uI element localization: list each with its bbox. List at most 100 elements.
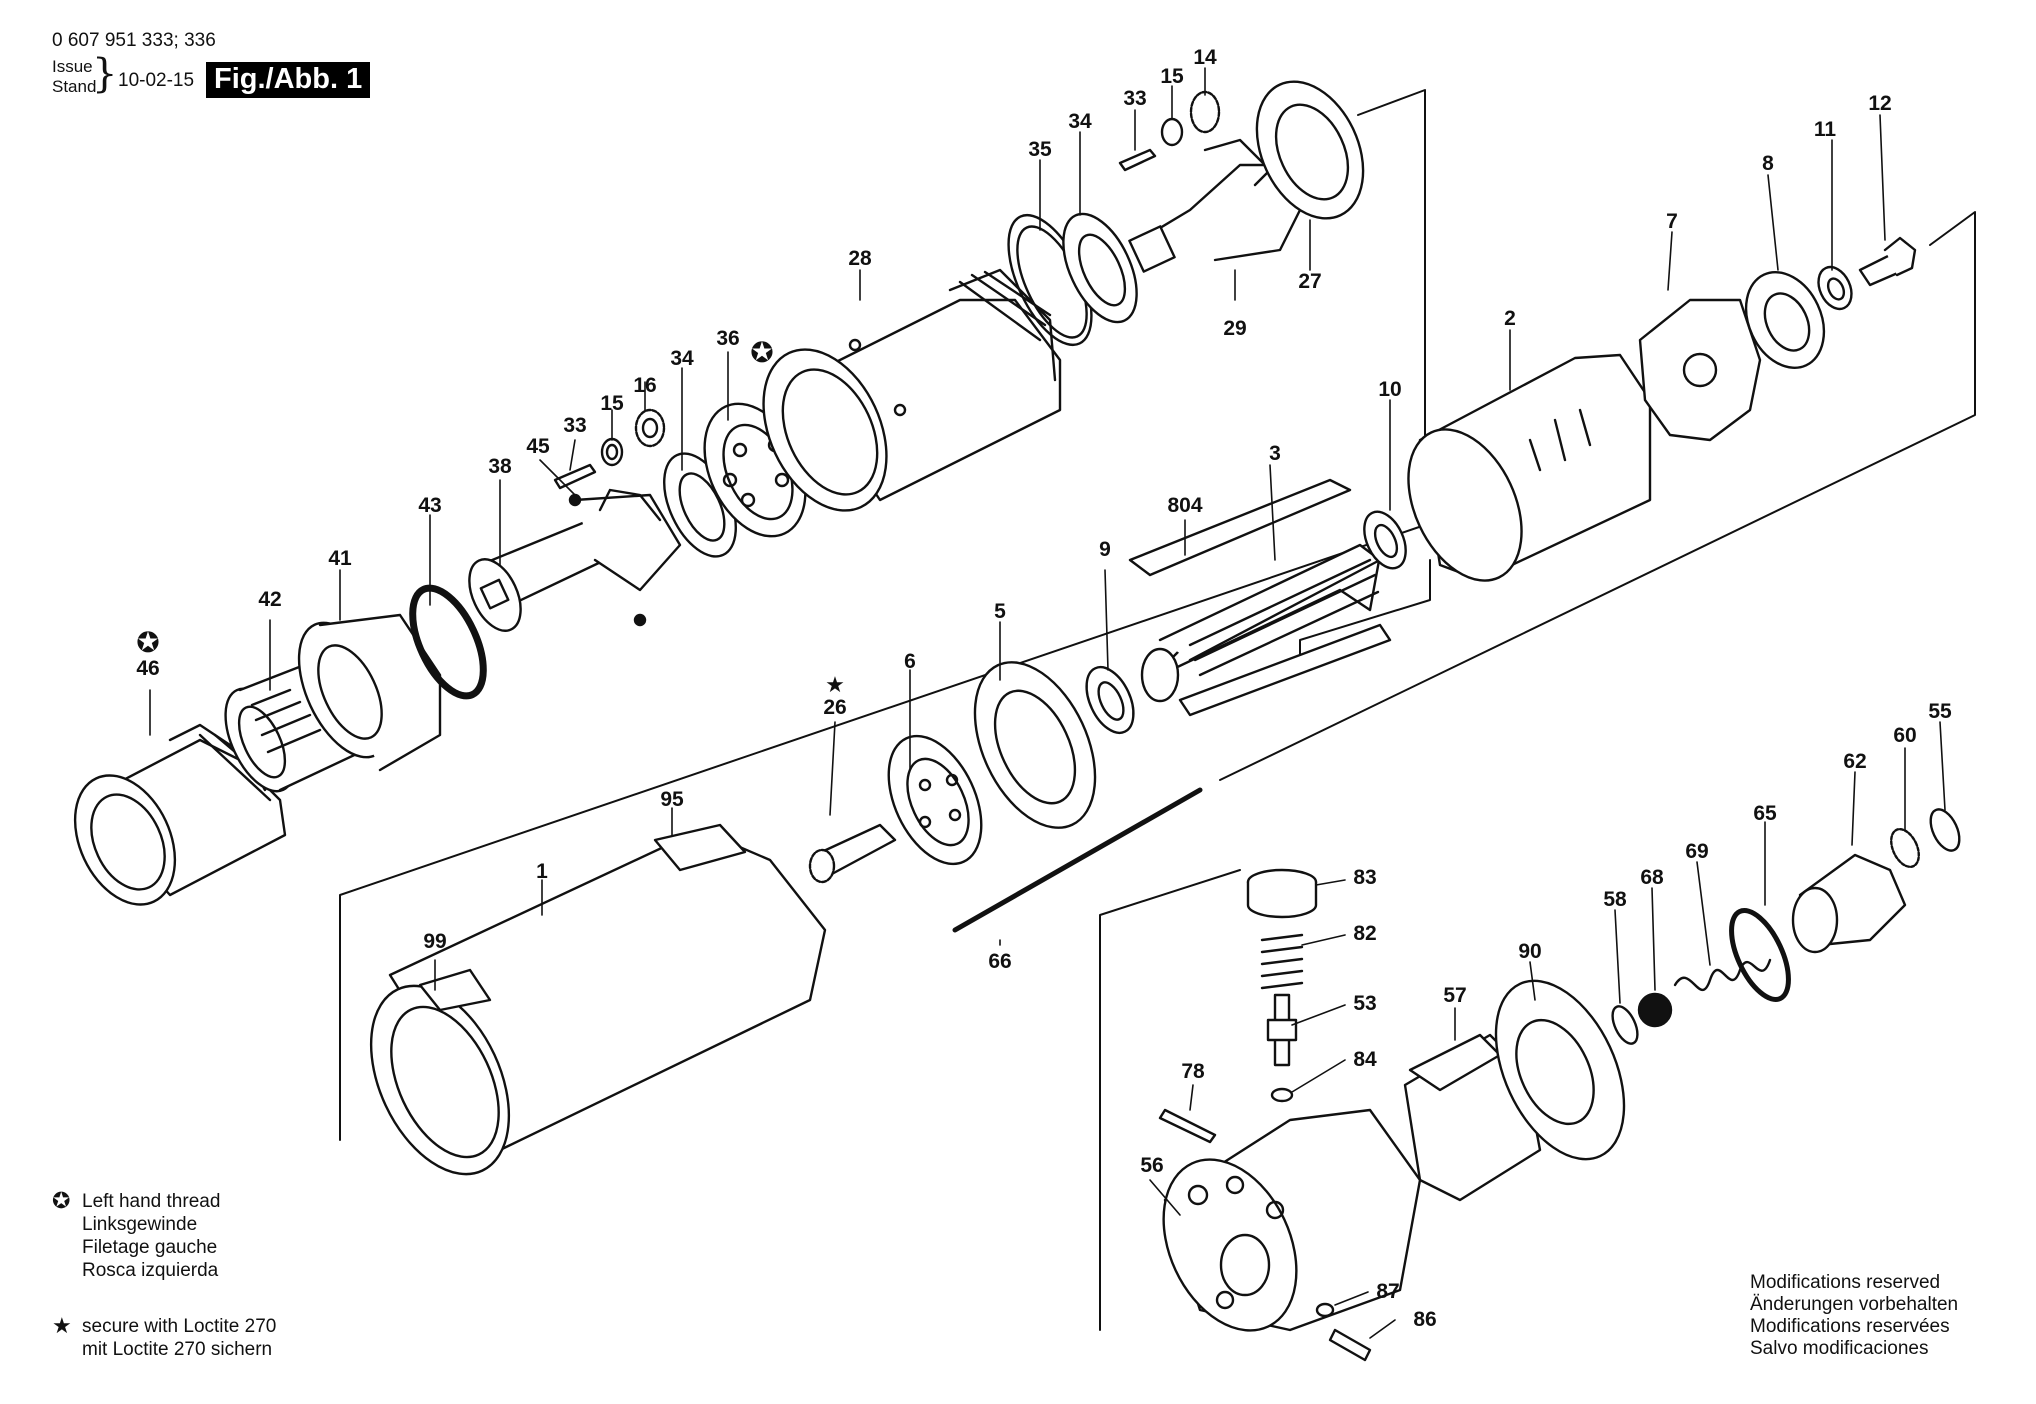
part-26-pinion <box>808 823 897 884</box>
legend-loctite: ★ secure with Loctite 270 mit Loctite 27… <box>52 1313 276 1361</box>
part-7-end-plate <box>1638 298 1762 442</box>
figure-tag: Fig./Abb. 1 <box>206 62 371 98</box>
callout-69: 69 <box>1685 840 1708 863</box>
callout-34b: 34 <box>670 347 694 370</box>
callout-12: 12 <box>1868 92 1891 115</box>
part-65-o-ring <box>1729 908 1791 1002</box>
callout-66: 66 <box>988 950 1011 973</box>
mods-de: Änderungen vorbehalten <box>1750 1294 1959 1315</box>
callout-34: 34 <box>1068 110 1092 133</box>
part-69-spring <box>1673 958 1772 992</box>
loctite-star-icon: ★ <box>52 1313 72 1338</box>
callout-33b: 33 <box>563 414 586 437</box>
part-6-bearing <box>887 734 983 866</box>
part-38-spindle <box>468 488 682 632</box>
legend-row: ✪ Left hand thread <box>52 1188 220 1213</box>
part-3-rotor <box>1140 543 1382 703</box>
legend-row: Filetage gauche <box>52 1236 220 1259</box>
callout-15b: 15 <box>600 392 624 415</box>
part-9-washer <box>1085 665 1135 735</box>
callout-7: 7 <box>1666 210 1678 233</box>
callout-62: 62 <box>1843 750 1866 773</box>
callout-2: 2 <box>1504 307 1516 330</box>
callout-57: 57 <box>1443 984 1466 1007</box>
part-5-bearing-plate <box>973 661 1097 829</box>
callout-33: 33 <box>1123 87 1146 110</box>
part-46-nut <box>73 723 287 906</box>
issue-date: 10-02-15 <box>118 70 195 91</box>
callout-56: 56 <box>1140 1154 1163 1177</box>
callout-26: 26 <box>823 696 846 719</box>
callout-84: 84 <box>1353 1048 1377 1071</box>
part-53-valve <box>1266 993 1298 1067</box>
issue-stand-labels: Issue Stand <box>52 57 96 97</box>
callout-41: 41 <box>328 547 352 570</box>
legend-text-es: Rosca izquierda <box>82 1260 219 1281</box>
part-95-label <box>653 823 747 872</box>
callout-68: 68 <box>1640 866 1664 889</box>
legend-row: Linksgewinde <box>52 1213 220 1236</box>
callout-8: 8 <box>1762 152 1774 175</box>
left-hand-thread-icon-36: ✪ <box>750 337 773 368</box>
callout-45: 45 <box>526 435 550 458</box>
part-66-rod <box>952 787 1203 933</box>
part-84-o-ring <box>1270 1087 1294 1103</box>
legend-row: Rosca izquierda <box>52 1259 220 1282</box>
stand-label: Stand <box>52 77 97 96</box>
callout-11: 11 <box>1814 118 1837 141</box>
callout-symbols: ✪ ✪ ★ <box>136 337 845 697</box>
part-10-washer <box>1363 510 1407 570</box>
callout-42: 42 <box>258 588 281 611</box>
callout-3: 3 <box>1269 442 1281 465</box>
callout-29: 29 <box>1223 317 1246 340</box>
part-43-o-ring <box>409 584 487 700</box>
callout-27: 27 <box>1298 270 1321 293</box>
callout-labels: 14 15 33 34 35 28 27 29 12 11 8 7 2 10 3… <box>136 46 1952 1331</box>
part-12-screw <box>1858 236 1917 287</box>
part-2-cylinder <box>1407 353 1652 582</box>
part-83-cap <box>1246 868 1318 919</box>
legend-text-fr: Filetage gauche <box>82 1237 218 1258</box>
part-62-inlet-fitting <box>1791 853 1907 954</box>
loctite-star-icon-26: ★ <box>825 672 845 697</box>
callout-58: 58 <box>1603 888 1627 911</box>
legend-left-hand-thread: ✪ Left hand thread Linksgewinde Filetage… <box>52 1188 220 1282</box>
callout-83: 83 <box>1353 866 1376 889</box>
part-28-housing <box>762 268 1062 512</box>
callout-82: 82 <box>1353 922 1376 945</box>
callout-87: 87 <box>1376 1280 1399 1303</box>
mods-en: Modifications reserved <box>1750 1272 1941 1293</box>
callout-46: 46 <box>136 657 159 680</box>
callout-90: 90 <box>1518 940 1541 963</box>
callout-9: 9 <box>1099 538 1111 561</box>
part-33-pin <box>553 463 597 490</box>
legend-text-de: Linksgewinde <box>82 1214 198 1235</box>
part-16-gear <box>634 408 666 448</box>
legend-row: ★ secure with Loctite 270 <box>52 1313 276 1338</box>
part-56-end-cap <box>1162 1108 1422 1332</box>
callout-804: 804 <box>1167 494 1202 517</box>
part-87-o-ring <box>1315 1302 1335 1318</box>
callout-55: 55 <box>1928 700 1952 723</box>
left-hand-thread-icon-46: ✪ <box>136 627 159 658</box>
legend-loctite-de: mit Loctite 270 sichern <box>82 1339 273 1360</box>
part-99-label <box>418 968 492 1012</box>
part-14-gear <box>1189 90 1221 134</box>
callout-43: 43 <box>418 494 441 517</box>
part-15-sleeve <box>600 437 624 467</box>
part-82-spring <box>1260 933 1304 990</box>
left-hand-thread-icon: ✪ <box>52 1188 71 1213</box>
callout-15: 15 <box>1160 65 1184 88</box>
part-58-o-ring <box>1611 1005 1639 1045</box>
callout-86: 86 <box>1413 1308 1436 1331</box>
part-15-sleeve-top <box>1160 117 1184 147</box>
part-55-o-ring <box>1929 808 1961 852</box>
mods-fr: Modifications reservées <box>1750 1316 1950 1337</box>
callout-35: 35 <box>1028 138 1052 161</box>
callout-78: 78 <box>1181 1060 1205 1083</box>
document-number: 0 607 951 333; 336 <box>52 30 216 51</box>
callout-5: 5 <box>994 600 1006 623</box>
part-86-screw <box>1328 1328 1372 1362</box>
brace-symbol: } <box>92 51 118 97</box>
